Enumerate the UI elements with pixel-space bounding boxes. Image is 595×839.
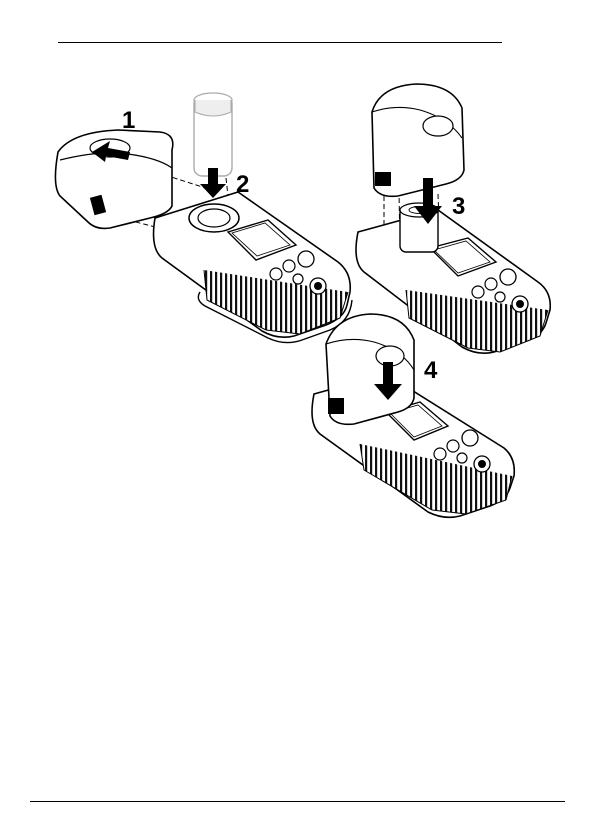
step-number-3: 3 <box>452 193 465 220</box>
meter-step-3: 3 <box>356 84 550 353</box>
step-number-2: 2 <box>236 171 249 198</box>
step-number-1: 1 <box>122 107 135 134</box>
footer-rule <box>30 801 565 802</box>
step-number-4: 4 <box>424 357 438 384</box>
meter-step-1-2: 1 2 <box>55 93 352 343</box>
